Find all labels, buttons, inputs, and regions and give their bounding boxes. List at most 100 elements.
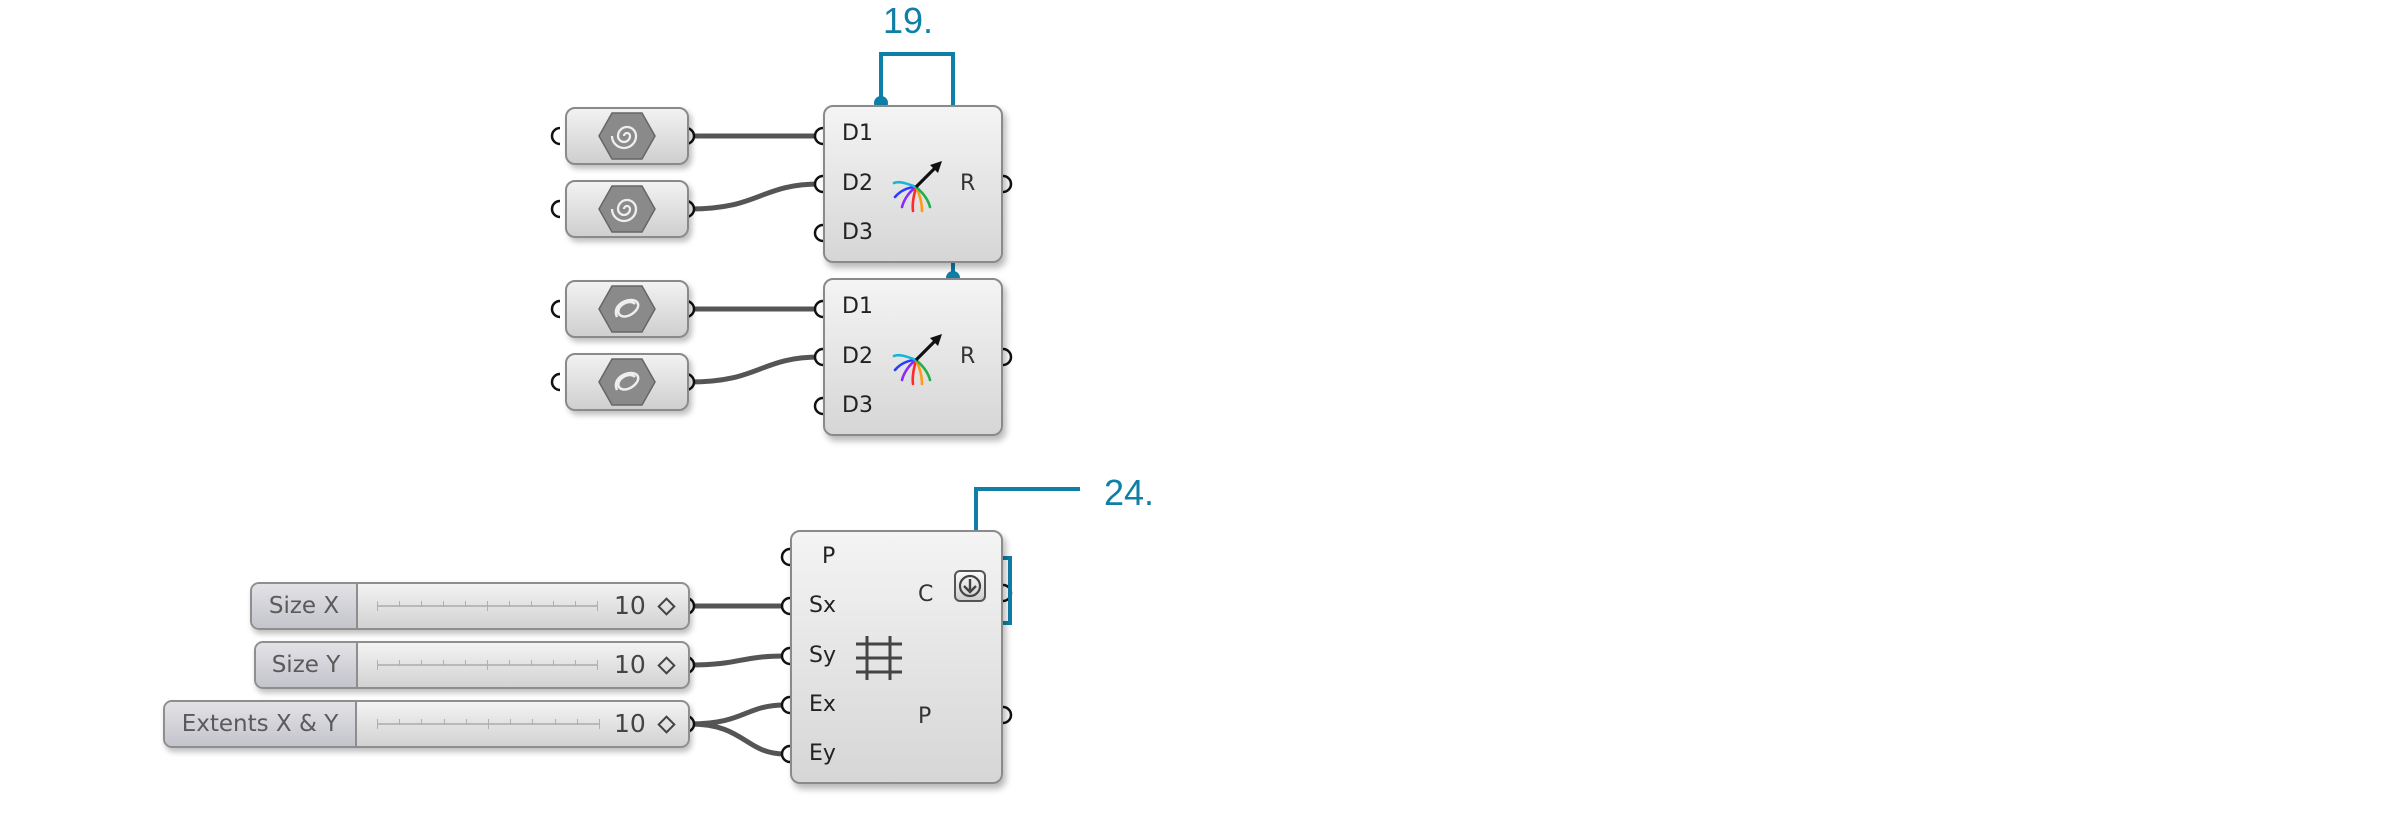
output-c-label[interactable]: C (918, 582, 934, 607)
spiral-hex-icon (598, 112, 656, 160)
slider-tick (599, 719, 600, 729)
input-d3-label[interactable]: D3 (842, 393, 873, 418)
connector-grip (780, 695, 791, 715)
slider-tick (377, 719, 378, 729)
connector-grip (780, 596, 791, 616)
connector-grip (813, 223, 824, 243)
slider-tick (421, 719, 422, 725)
input-p-label[interactable]: P (822, 544, 836, 569)
slider-tick (399, 601, 400, 607)
connector-grip (550, 299, 561, 319)
slider-tick (531, 660, 532, 666)
curve-param-1[interactable] (565, 280, 689, 338)
input-d3-label[interactable]: D3 (842, 220, 873, 245)
slider-tick (465, 660, 466, 666)
connector-grip (550, 199, 561, 219)
connector-grip (550, 126, 561, 146)
output-r-label[interactable]: R (960, 344, 976, 369)
slider-extents-xy[interactable]: Extents X & Y 10 (163, 700, 690, 748)
slider-size-x[interactable]: Size X 10 (250, 582, 690, 630)
slider-name-label: Size Y (256, 643, 358, 687)
slider-size-y[interactable]: Size Y 10 (254, 641, 690, 689)
slider-tick (488, 719, 489, 729)
flatten-toggle-button[interactable] (954, 570, 986, 602)
slider-value: 10 (614, 709, 646, 738)
rainbow-arrow-icon (892, 161, 942, 213)
connector-grip (1002, 174, 1013, 194)
slider-diamond-icon (657, 715, 676, 734)
slider-tick (443, 601, 444, 607)
connector-grip (813, 299, 824, 319)
slider-tick (509, 601, 510, 607)
slider-tick (577, 719, 578, 725)
input-d1-label[interactable]: D1 (842, 294, 873, 319)
slider-tick (421, 601, 422, 607)
slider-value: 10 (614, 650, 646, 679)
slider-tick (399, 719, 400, 725)
slider-tick (553, 660, 554, 666)
connector-grip (813, 174, 824, 194)
input-d1-label[interactable]: D1 (842, 121, 873, 146)
slider-tick (487, 601, 488, 611)
slider-tick (377, 660, 378, 670)
slider-tick (597, 660, 598, 670)
connector-grip (1002, 347, 1013, 367)
input-d2-label[interactable]: D2 (842, 344, 873, 369)
callout-number-19: 19. (883, 0, 934, 41)
connector-grip (780, 646, 791, 666)
wire-2 (687, 181, 823, 212)
input-d2-label[interactable]: D2 (842, 171, 873, 196)
input-sy-label[interactable]: Sy (809, 643, 836, 668)
curve-param-2[interactable] (565, 353, 689, 411)
wire-8 (687, 721, 788, 757)
slider-track[interactable] (377, 660, 598, 670)
slider-tick (575, 660, 576, 666)
wire-6 (687, 653, 788, 668)
slider-tick (597, 601, 598, 611)
slider-tick (443, 660, 444, 666)
slider-tick (421, 660, 422, 666)
input-sx-label[interactable]: Sx (809, 593, 836, 618)
output-p-label[interactable]: P (918, 704, 932, 729)
slider-tick (444, 719, 445, 725)
input-ey-label[interactable]: Ey (809, 741, 836, 766)
connector-grip (813, 126, 824, 146)
spiral-param-2[interactable] (565, 180, 689, 238)
output-r-label[interactable]: R (960, 171, 976, 196)
twisted-curve-hex-icon (598, 285, 656, 333)
slider-track[interactable] (377, 601, 598, 611)
slider-tick (487, 660, 488, 670)
input-ex-label[interactable]: Ex (809, 692, 836, 717)
slider-tick (377, 601, 378, 611)
connector-grip (813, 347, 824, 367)
square-grid-component[interactable]: P Sx Sy Ex Ey C P (790, 530, 1003, 784)
slider-tick (532, 719, 533, 725)
slider-tick (575, 601, 576, 607)
rainbow-arrow-icon (892, 334, 942, 386)
range-component-1[interactable]: D1 D2 D3 R (823, 105, 1003, 263)
twisted-curve-hex-icon (598, 358, 656, 406)
slider-tick (465, 601, 466, 607)
flatten-arrow-icon (958, 574, 982, 598)
slider-name-label: Size X (252, 584, 358, 628)
range-component-2[interactable]: D1 D2 D3 R (823, 278, 1003, 436)
wire-7 (687, 702, 788, 727)
connector-grip (550, 372, 561, 392)
slider-tick (399, 660, 400, 666)
slider-track[interactable] (377, 719, 600, 729)
slider-diamond-icon (657, 656, 676, 675)
wire-4 (687, 354, 823, 385)
slider-tick (531, 601, 532, 607)
connector-grip (1002, 705, 1013, 725)
slider-name-label: Extents X & Y (165, 702, 357, 746)
connector-grip (813, 396, 824, 416)
slider-tick (555, 719, 556, 725)
connector-grip (780, 744, 791, 764)
slider-tick (509, 660, 510, 666)
slider-diamond-icon (657, 597, 676, 616)
callout-number-24: 24. (1104, 472, 1155, 513)
connector-grip (780, 547, 791, 567)
spiral-param-1[interactable] (565, 107, 689, 165)
